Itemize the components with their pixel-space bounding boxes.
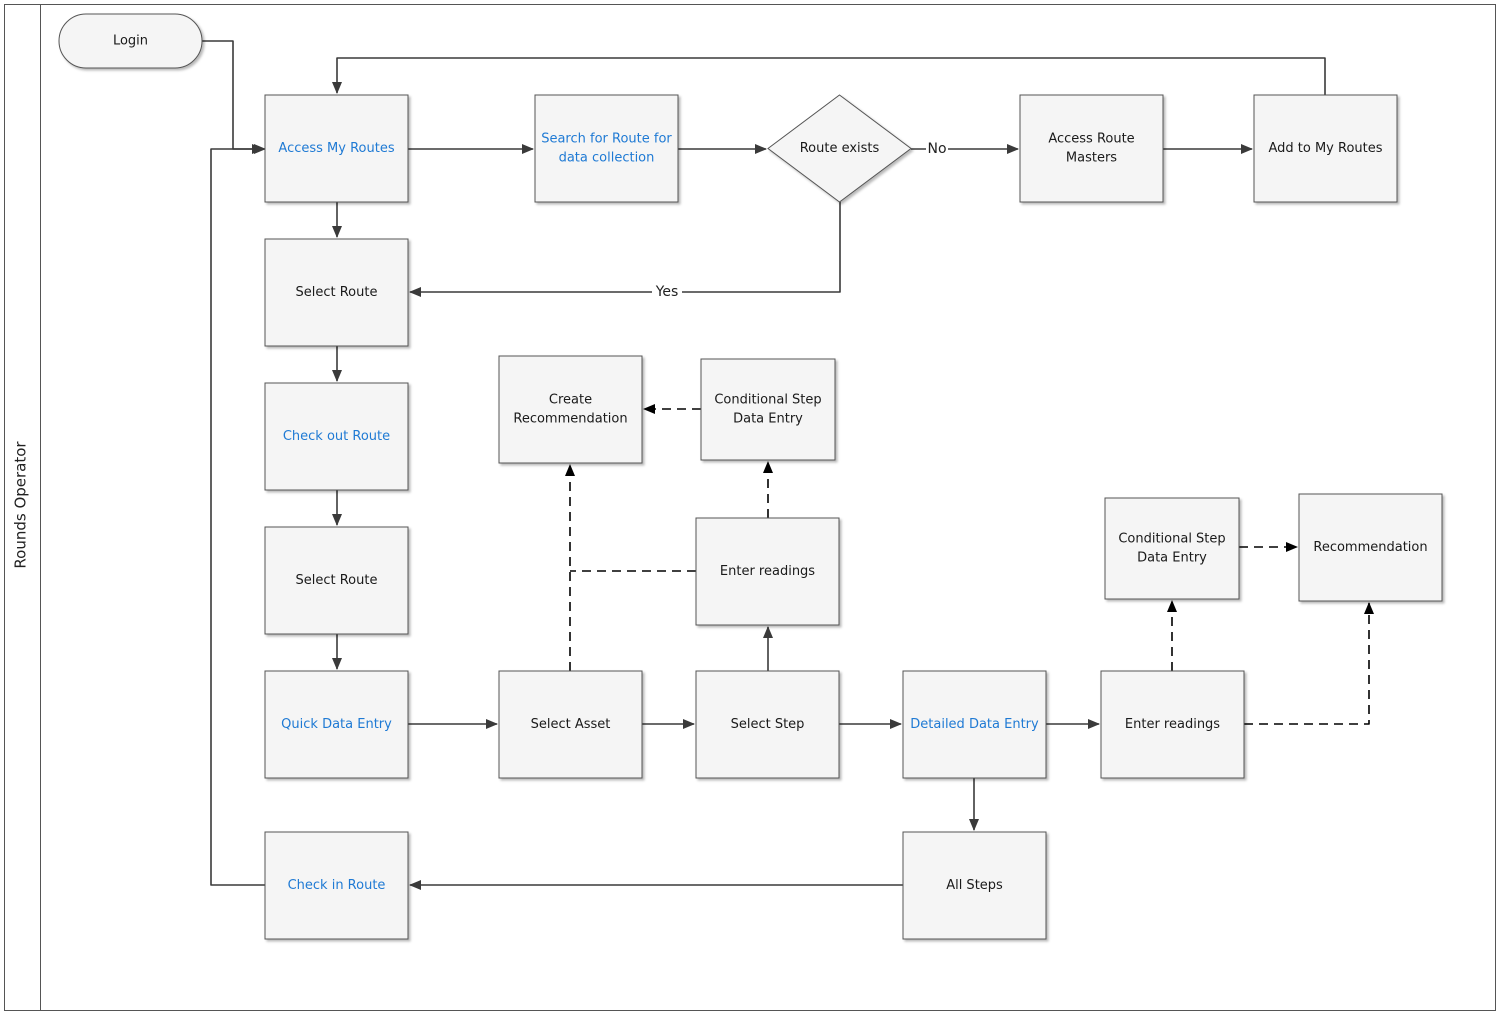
node-shape-search-route xyxy=(534,94,679,203)
node-shape-select-step xyxy=(695,670,840,779)
node-quick-data-entry: Quick Data Entry xyxy=(264,670,409,779)
node-label-conditional-step-2-line-2: Data Entry xyxy=(1137,551,1207,566)
node-label-recommendation-line-1: Recommendation xyxy=(1313,540,1427,555)
node-label-access-route-masters-line-1: Access Route xyxy=(1048,132,1134,147)
lane-label: Rounds Operator xyxy=(12,441,30,569)
node-label-select-route-1-line-1: Select Route xyxy=(296,285,378,300)
edge-label-no: No xyxy=(927,141,946,157)
node-shape-enter-readings-2 xyxy=(1100,670,1245,779)
node-shape-check-out-route xyxy=(264,382,409,491)
node-check-in-route: Check in Route xyxy=(264,831,409,940)
node-shape-access-route-masters xyxy=(1019,94,1164,203)
node-login: Login xyxy=(58,13,203,69)
node-label-login-line-1: Login xyxy=(113,34,148,49)
node-search-route: Search for Route for data collection xyxy=(534,94,679,203)
node-label-conditional-step-2-line-1: Conditional Step xyxy=(1118,532,1225,547)
node-label-access-route-masters-line-2: Masters xyxy=(1066,151,1117,166)
node-detailed-data-entry: Detailed Data Entry xyxy=(902,670,1047,779)
node-label-all-steps-line-1: All Steps xyxy=(946,878,1003,893)
node-select-route-1: Select Route xyxy=(264,238,409,347)
node-shape-enter-readings-1 xyxy=(695,517,840,626)
node-shape-conditional-step-2 xyxy=(1104,497,1240,600)
node-enter-readings-2: Enter readings xyxy=(1100,670,1245,779)
node-label-search-route-line-1[interactable]: Search for Route for xyxy=(541,132,672,147)
node-shape-select-route-1 xyxy=(264,238,409,347)
node-label-create-recommendation-line-1: Create xyxy=(549,393,592,408)
node-label-select-step-line-1: Select Step xyxy=(731,717,805,732)
node-label-conditional-step-1-line-1: Conditional Step xyxy=(714,393,821,408)
edge-readings2-to-recommendation xyxy=(1244,602,1374,725)
node-shape-check-in-route xyxy=(264,831,409,940)
node-shape-quick-data-entry xyxy=(264,670,409,779)
node-add-to-my-routes: Add to My Routes xyxy=(1253,94,1398,203)
node-check-out-route: Check out Route xyxy=(264,382,409,491)
edge-label-no-bg xyxy=(926,140,948,156)
edge-decision-yes-to-select xyxy=(409,202,841,297)
edge-checkin-loop-to-access xyxy=(210,144,266,886)
node-label-search-route-line-2[interactable]: data collection xyxy=(559,151,655,166)
node-shape-conditional-step-1 xyxy=(700,358,836,461)
lane-frame xyxy=(4,4,1496,1011)
node-label-enter-readings-1-line-1: Enter readings xyxy=(720,564,815,579)
node-shape-select-asset xyxy=(498,670,643,779)
node-label-check-in-route-line-1[interactable]: Check in Route xyxy=(288,878,386,893)
node-shape-login xyxy=(58,13,203,69)
node-label-select-route-2-line-1: Select Route xyxy=(296,573,378,588)
node-all-steps: All Steps xyxy=(902,831,1047,940)
node-label-create-recommendation-line-2: Recommendation xyxy=(513,412,627,427)
node-shape-access-my-routes xyxy=(264,94,409,203)
node-shape-add-to-my-routes xyxy=(1253,94,1398,203)
edge-add-back-to-access xyxy=(332,57,1326,95)
node-label-access-my-routes-line-1[interactable]: Access My Routes xyxy=(278,141,394,156)
node-label-quick-data-entry-line-1[interactable]: Quick Data Entry xyxy=(281,717,392,732)
node-shape-route-exists xyxy=(767,94,912,203)
node-route-exists: Route exists xyxy=(767,94,912,203)
edge-login-to-access xyxy=(202,40,264,154)
node-select-asset: Select Asset xyxy=(498,670,643,779)
node-select-route-2: Select Route xyxy=(264,526,409,635)
node-label-conditional-step-1-line-2: Data Entry xyxy=(733,412,803,427)
node-label-check-out-route-line-1[interactable]: Check out Route xyxy=(283,429,390,444)
node-shape-select-route-2 xyxy=(264,526,409,635)
node-label-select-asset-line-1: Select Asset xyxy=(531,717,611,732)
node-shape-recommendation xyxy=(1298,493,1443,602)
node-enter-readings-1: Enter readings xyxy=(695,517,840,626)
node-label-enter-readings-2-line-1: Enter readings xyxy=(1125,717,1220,732)
edge-label-yes: Yes xyxy=(655,284,679,300)
edge-label-yes-bg xyxy=(652,283,682,301)
node-shape-all-steps xyxy=(902,831,1047,940)
node-recommendation: Recommendation xyxy=(1298,493,1443,602)
node-label-add-to-my-routes-line-1: Add to My Routes xyxy=(1268,141,1382,156)
node-label-route-exists-line-1: Route exists xyxy=(800,141,880,156)
node-shape-create-recommendation xyxy=(498,355,643,464)
node-shape-detailed-data-entry xyxy=(902,670,1047,779)
node-access-my-routes: Access My Routes xyxy=(264,94,409,203)
node-select-step: Select Step xyxy=(695,670,840,779)
node-label-detailed-data-entry-line-1[interactable]: Detailed Data Entry xyxy=(910,717,1039,732)
